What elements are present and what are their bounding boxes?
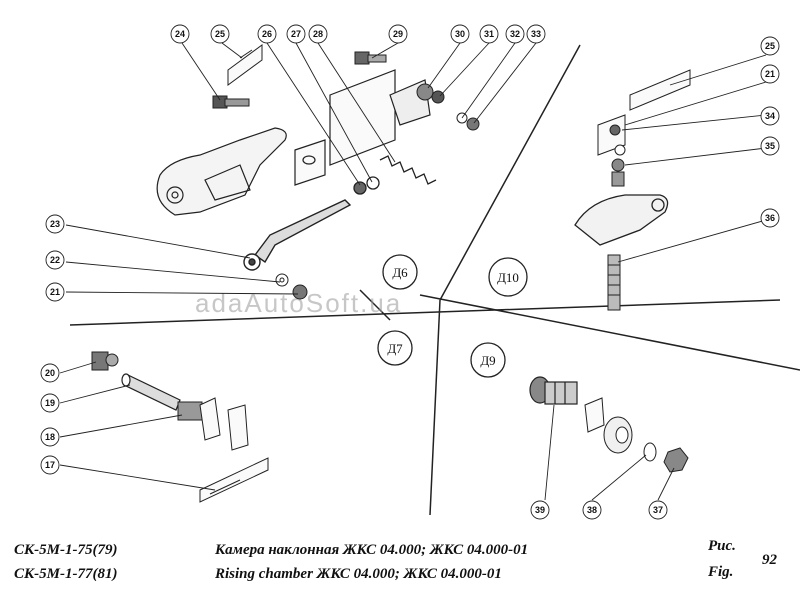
section-divider-lines	[69, 44, 800, 516]
spring-part	[353, 155, 437, 195]
callout-17: 17	[45, 460, 55, 470]
callout-33: 33	[531, 29, 541, 39]
rod-23-part	[243, 199, 352, 271]
callout-28: 28	[313, 29, 323, 39]
section-label-d6: Д6	[392, 265, 408, 280]
callout-30: 30	[455, 29, 465, 39]
callout-22: 22	[50, 255, 60, 265]
section-label-d10: Д10	[497, 270, 519, 285]
cotter-pin-17-part	[199, 457, 269, 503]
callout-23: 23	[50, 219, 60, 229]
callout-21-right: 21	[765, 69, 775, 79]
bolt-36-part	[607, 254, 621, 311]
callout-35: 35	[765, 141, 775, 151]
callout-18: 18	[45, 432, 55, 442]
callout-38: 38	[587, 505, 597, 515]
callout-26: 26	[262, 29, 272, 39]
callout-31: 31	[484, 29, 494, 39]
nut-21-left-part	[292, 284, 308, 300]
callout-25-left: 25	[215, 29, 225, 39]
callout-37: 37	[653, 505, 663, 515]
nut-37-part	[663, 447, 689, 473]
callout-25-right: 25	[765, 41, 775, 51]
section-marker-d9: Д9	[470, 342, 506, 378]
bracket-plate-part	[294, 69, 431, 186]
washer-38-part	[643, 442, 657, 462]
callout-34: 34	[765, 111, 775, 121]
caption-russian: Камера наклонная ЖКС 04.000; ЖКС 04.000-…	[215, 542, 529, 558]
plate-21-right-part	[597, 114, 626, 187]
bolt-24-part	[212, 95, 250, 109]
section-marker-d10: Д10	[488, 257, 528, 297]
bracket-36-part	[574, 194, 669, 246]
cotter-pin-25-right-part	[629, 69, 691, 111]
callout-27: 27	[291, 29, 301, 39]
callout-36: 36	[765, 213, 775, 223]
plate-bushing-part	[584, 397, 633, 454]
callout-markers	[40, 24, 780, 520]
cotter-pin-25-part	[227, 44, 263, 86]
model-line-2: СК-5М-1-77(81)	[14, 566, 118, 582]
figure-number: 92	[762, 552, 777, 568]
callout-21-left: 21	[50, 287, 60, 297]
section-marker-d6: Д6	[382, 254, 418, 290]
section-marker-d7: Д7	[377, 330, 413, 366]
figure-label-en: Fig.	[708, 564, 734, 580]
leader-lines	[59, 42, 767, 501]
bushing-18-part	[177, 397, 249, 451]
callout-19: 19	[45, 398, 55, 408]
nut-washer-group-30-33	[416, 83, 480, 131]
figure-label-ru: Рис.	[708, 538, 736, 554]
bolt-20-part	[91, 351, 119, 371]
bolt-39-part	[529, 376, 578, 405]
bolt-29-part	[354, 51, 387, 65]
callout-20: 20	[45, 368, 55, 378]
callout-32: 32	[510, 29, 520, 39]
model-line-1: СК-5М-1-75(79)	[14, 542, 118, 558]
lever-bracket-part	[156, 127, 287, 216]
callout-39: 39	[535, 505, 545, 515]
callout-29: 29	[393, 29, 403, 39]
shaft-19-part	[121, 373, 181, 411]
caption-english: Rising chamber ЖКС 04.000; ЖКС 04.000-01	[215, 566, 502, 582]
section-label-d9: Д9	[480, 353, 495, 368]
callout-24: 24	[175, 29, 185, 39]
washer-22-part	[275, 273, 289, 287]
section-label-d7: Д7	[387, 341, 403, 356]
